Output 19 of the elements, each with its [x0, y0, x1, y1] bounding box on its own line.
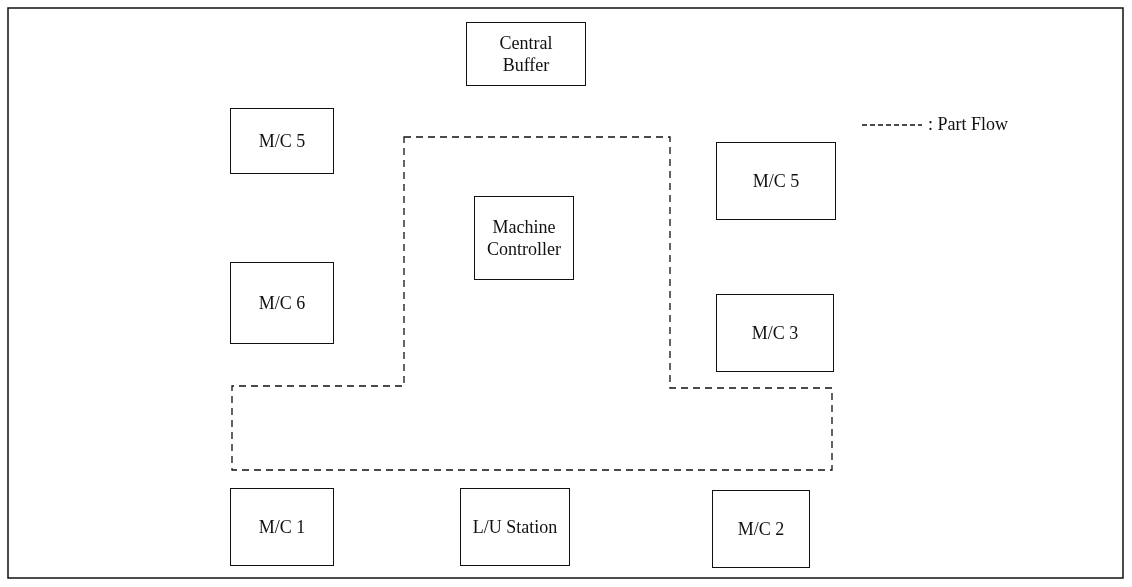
node-label: Machine Controller [486, 215, 562, 261]
machine-box [466, 22, 586, 86]
machine-box [716, 294, 834, 372]
node-label: M/C 5 [258, 129, 306, 153]
machine-box [230, 108, 334, 174]
node-label: M/C 1 [258, 515, 306, 539]
machine-box [230, 262, 334, 344]
node-label: M/C 5 [752, 169, 800, 193]
machine-box [460, 488, 570, 566]
machine-box [230, 488, 334, 566]
node-label: M/C 3 [751, 321, 799, 345]
node-label: Central Buffer [498, 31, 554, 77]
legend-text: : Part Flow [928, 114, 1008, 135]
machine-box [712, 490, 810, 568]
node-label: L/U Station [472, 515, 558, 539]
machine-box [716, 142, 836, 220]
node-label: M/C 2 [737, 517, 785, 541]
node-label: M/C 6 [258, 291, 306, 315]
machine-box [474, 196, 574, 280]
